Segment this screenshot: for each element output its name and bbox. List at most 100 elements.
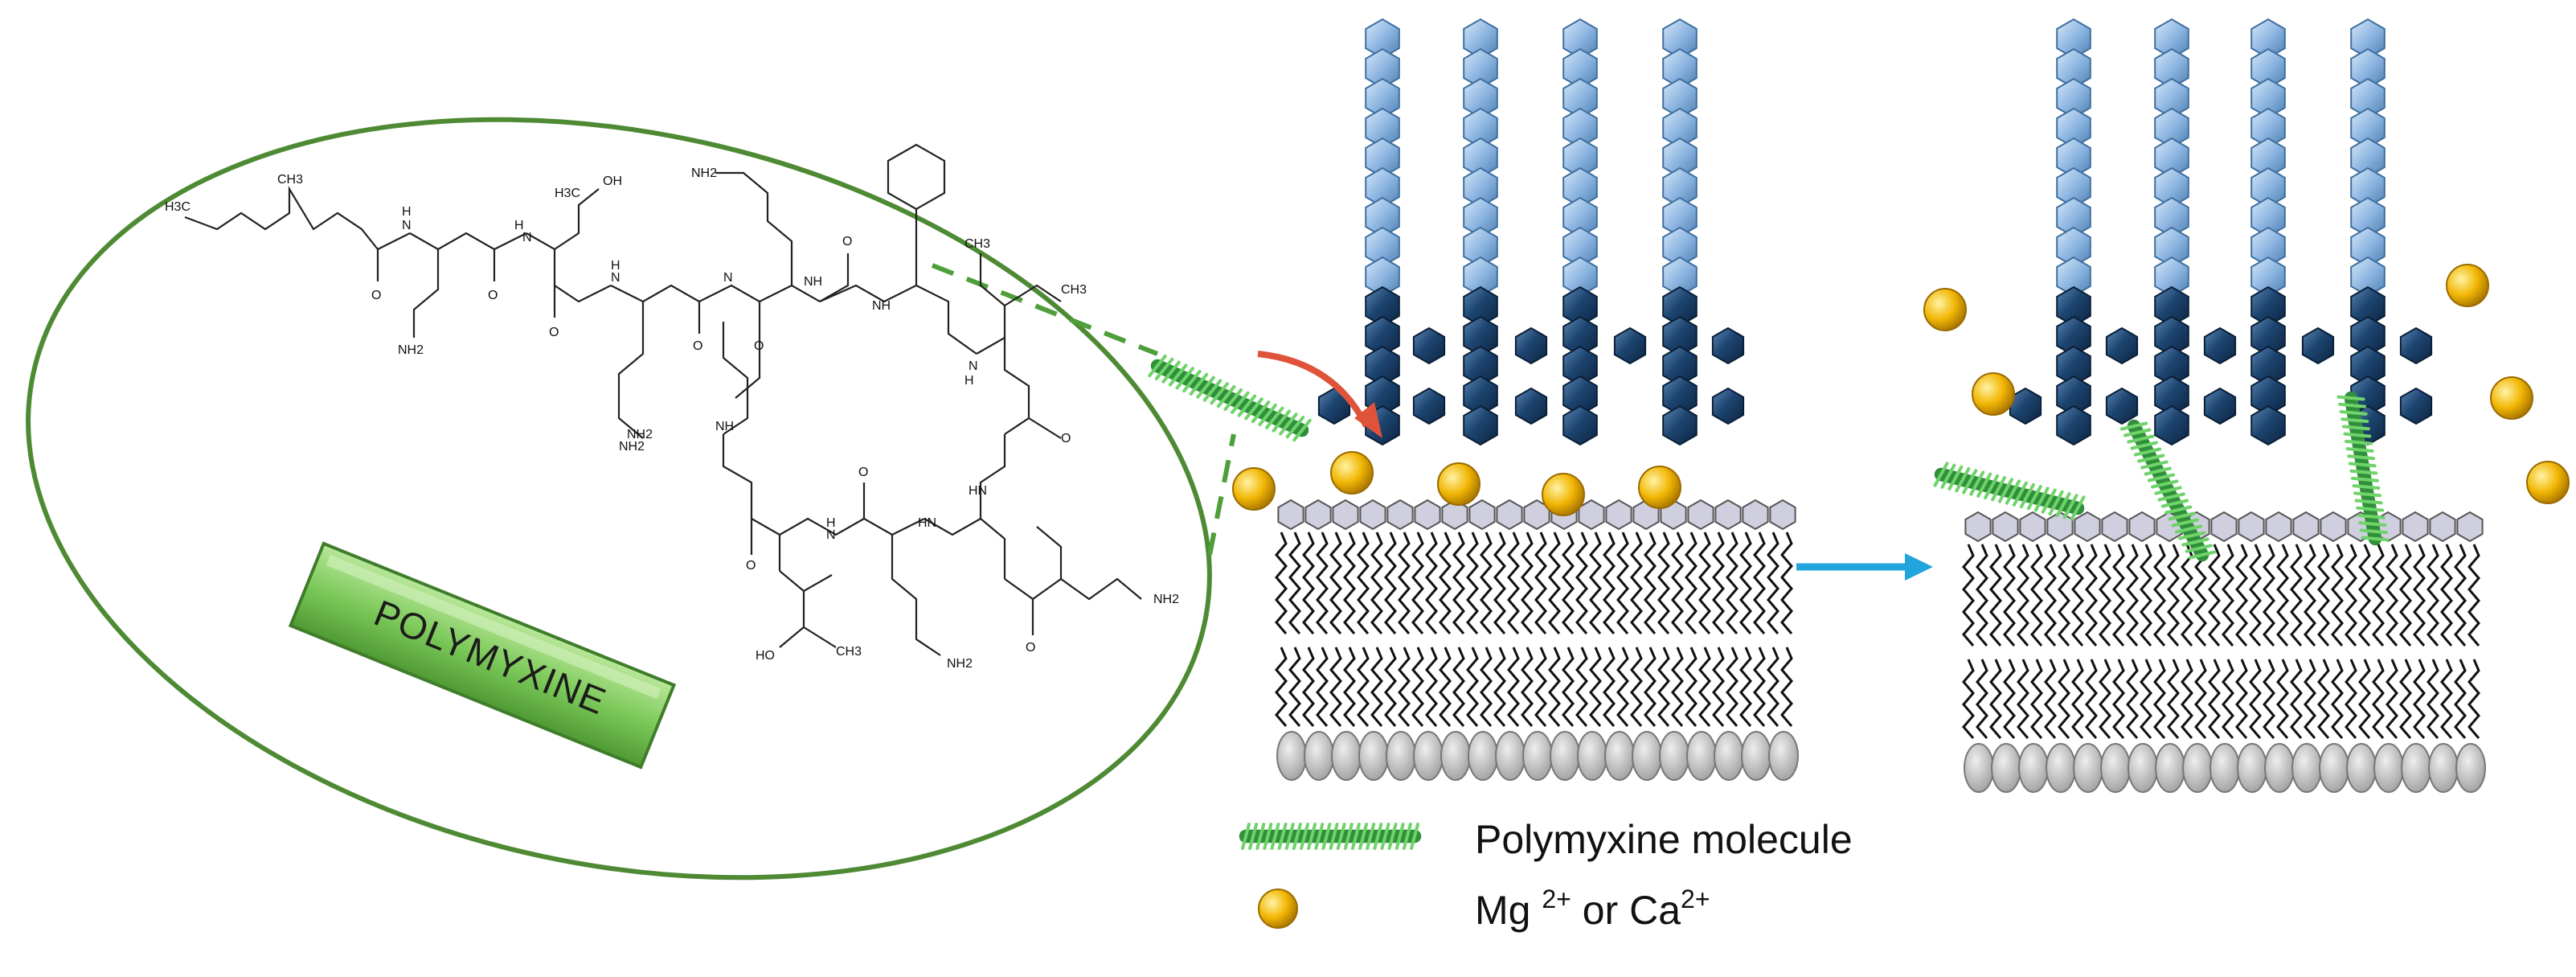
helix-turn (2347, 454, 2376, 461)
core-sugar-hexagon (1662, 404, 1698, 446)
helix-turn (1263, 823, 1273, 850)
atom-label: CH3 (836, 645, 862, 659)
lipid-tail (1357, 532, 1370, 634)
lipid-tail (1370, 647, 1383, 727)
lipid-tail (2167, 659, 2180, 739)
helix-turn (1962, 469, 1978, 495)
atom-label: HN (918, 516, 936, 530)
helix-turn (1210, 382, 1229, 405)
lipid-tail (1767, 647, 1779, 727)
helix-turn (2185, 544, 2213, 553)
helix-turn (1237, 394, 1257, 417)
helix-turn (2055, 491, 2071, 518)
lipid-tail (1493, 532, 1506, 634)
lipid-tail (2071, 544, 2084, 647)
insertion-arrow (1257, 351, 1370, 428)
helix-turn (2168, 511, 2196, 521)
helix-turn (1969, 470, 1985, 496)
helix-turn (1279, 413, 1298, 436)
lipid-tail (2222, 659, 2234, 739)
lipid-a-headgroup (1687, 499, 1714, 531)
phospholipid-headgroup (2346, 743, 2377, 793)
helix-turn (1329, 823, 1339, 850)
lipid-tail (2467, 544, 2480, 647)
atom-label: CH3 (1061, 283, 1087, 297)
atom-label: CH3 (964, 237, 990, 251)
lipid-a-headgroup (1714, 499, 1742, 531)
core-sugar-hexagon (2203, 387, 2237, 425)
divalent-cation (1972, 372, 2015, 416)
helix-turn (1350, 823, 1361, 850)
atom-label: NH2 (1153, 593, 1179, 606)
lipid-tail (1726, 647, 1738, 727)
lipid-tail (1548, 647, 1561, 727)
helix-turn (2151, 479, 2179, 489)
phospholipid-headgroup (1768, 731, 1799, 781)
helix-turn (2005, 479, 2021, 505)
helix-turn (1161, 360, 1181, 384)
lipid-tail (2181, 544, 2193, 647)
lipid-tail (1466, 532, 1479, 634)
lipid-tail (1989, 659, 2002, 739)
lipid-tail (1370, 532, 1383, 634)
polymyxine-inserted (1933, 462, 2086, 521)
lipid-tail (2208, 544, 2221, 647)
helix-turn (2130, 441, 2158, 450)
lipid-tail (2085, 659, 2098, 739)
lipid-tail (1671, 532, 1684, 634)
helix-turn (1182, 369, 1202, 393)
lipid-a-headgroup (2128, 511, 2156, 543)
core-sugar-hexagon (2056, 404, 2091, 446)
phospholipid-headgroup (2046, 743, 2076, 793)
lipid-tail (1644, 647, 1657, 727)
lipid-tail (1452, 647, 1465, 727)
phospholipid-headgroup (1577, 731, 1607, 781)
lipid-tail (2276, 659, 2289, 739)
helix-turn (1991, 476, 2007, 502)
helix-turn (1175, 367, 1195, 390)
lipid-tail (2003, 659, 2016, 739)
phospholipid-headgroup (2073, 743, 2103, 793)
lipid-tail (1316, 532, 1329, 634)
phospholipid-headgroup (1440, 731, 1471, 781)
helix-turn (2048, 490, 2064, 515)
lipid-tail (1384, 532, 1397, 634)
phospholipid-headgroup (2401, 743, 2431, 793)
lipid-tail (2167, 544, 2180, 647)
helix-turn (1216, 385, 1236, 408)
helix-turn (1272, 409, 1292, 433)
membrane-after (1923, 18, 2570, 793)
helix-turn (2345, 439, 2373, 445)
core-sugar-hexagon (2105, 326, 2139, 365)
legend-polymyxine-icon (1239, 823, 1422, 850)
lipid-a-headgroup (2238, 511, 2265, 543)
helix-turn (1940, 463, 1956, 489)
lipid-tail (1316, 647, 1329, 727)
helix-turn (1223, 388, 1243, 411)
lipid-tail (2153, 659, 2166, 739)
helix-turn (1300, 823, 1310, 850)
lipid-tail (2044, 544, 2057, 647)
divalent-cation (1232, 467, 1276, 511)
helix-turn (2361, 536, 2390, 542)
phospholipid-headgroup (1550, 731, 1580, 781)
helix-turn (2178, 531, 2206, 540)
lipid-tail (2427, 659, 2439, 739)
helix-turn (1947, 465, 1964, 491)
lipid-tail (2058, 659, 2070, 739)
lipid-a-headgroup (1496, 499, 1523, 531)
lipid-tail (1603, 647, 1616, 727)
atom-label: O (1026, 641, 1035, 655)
atom-label: H (514, 219, 524, 232)
helix-turn (2350, 476, 2379, 482)
helix-turn (2353, 491, 2381, 498)
lipid-tail (2304, 544, 2316, 647)
helix-turn (1358, 823, 1369, 850)
atom-label: H3C (165, 200, 190, 214)
core-sugar-hexagon (1613, 326, 1647, 365)
lipid-tail (2222, 544, 2234, 647)
helix-turn (1202, 379, 1222, 402)
atom-label: N (402, 219, 412, 232)
helix-turn (2341, 425, 2370, 431)
lipid-tail (2208, 659, 2221, 739)
